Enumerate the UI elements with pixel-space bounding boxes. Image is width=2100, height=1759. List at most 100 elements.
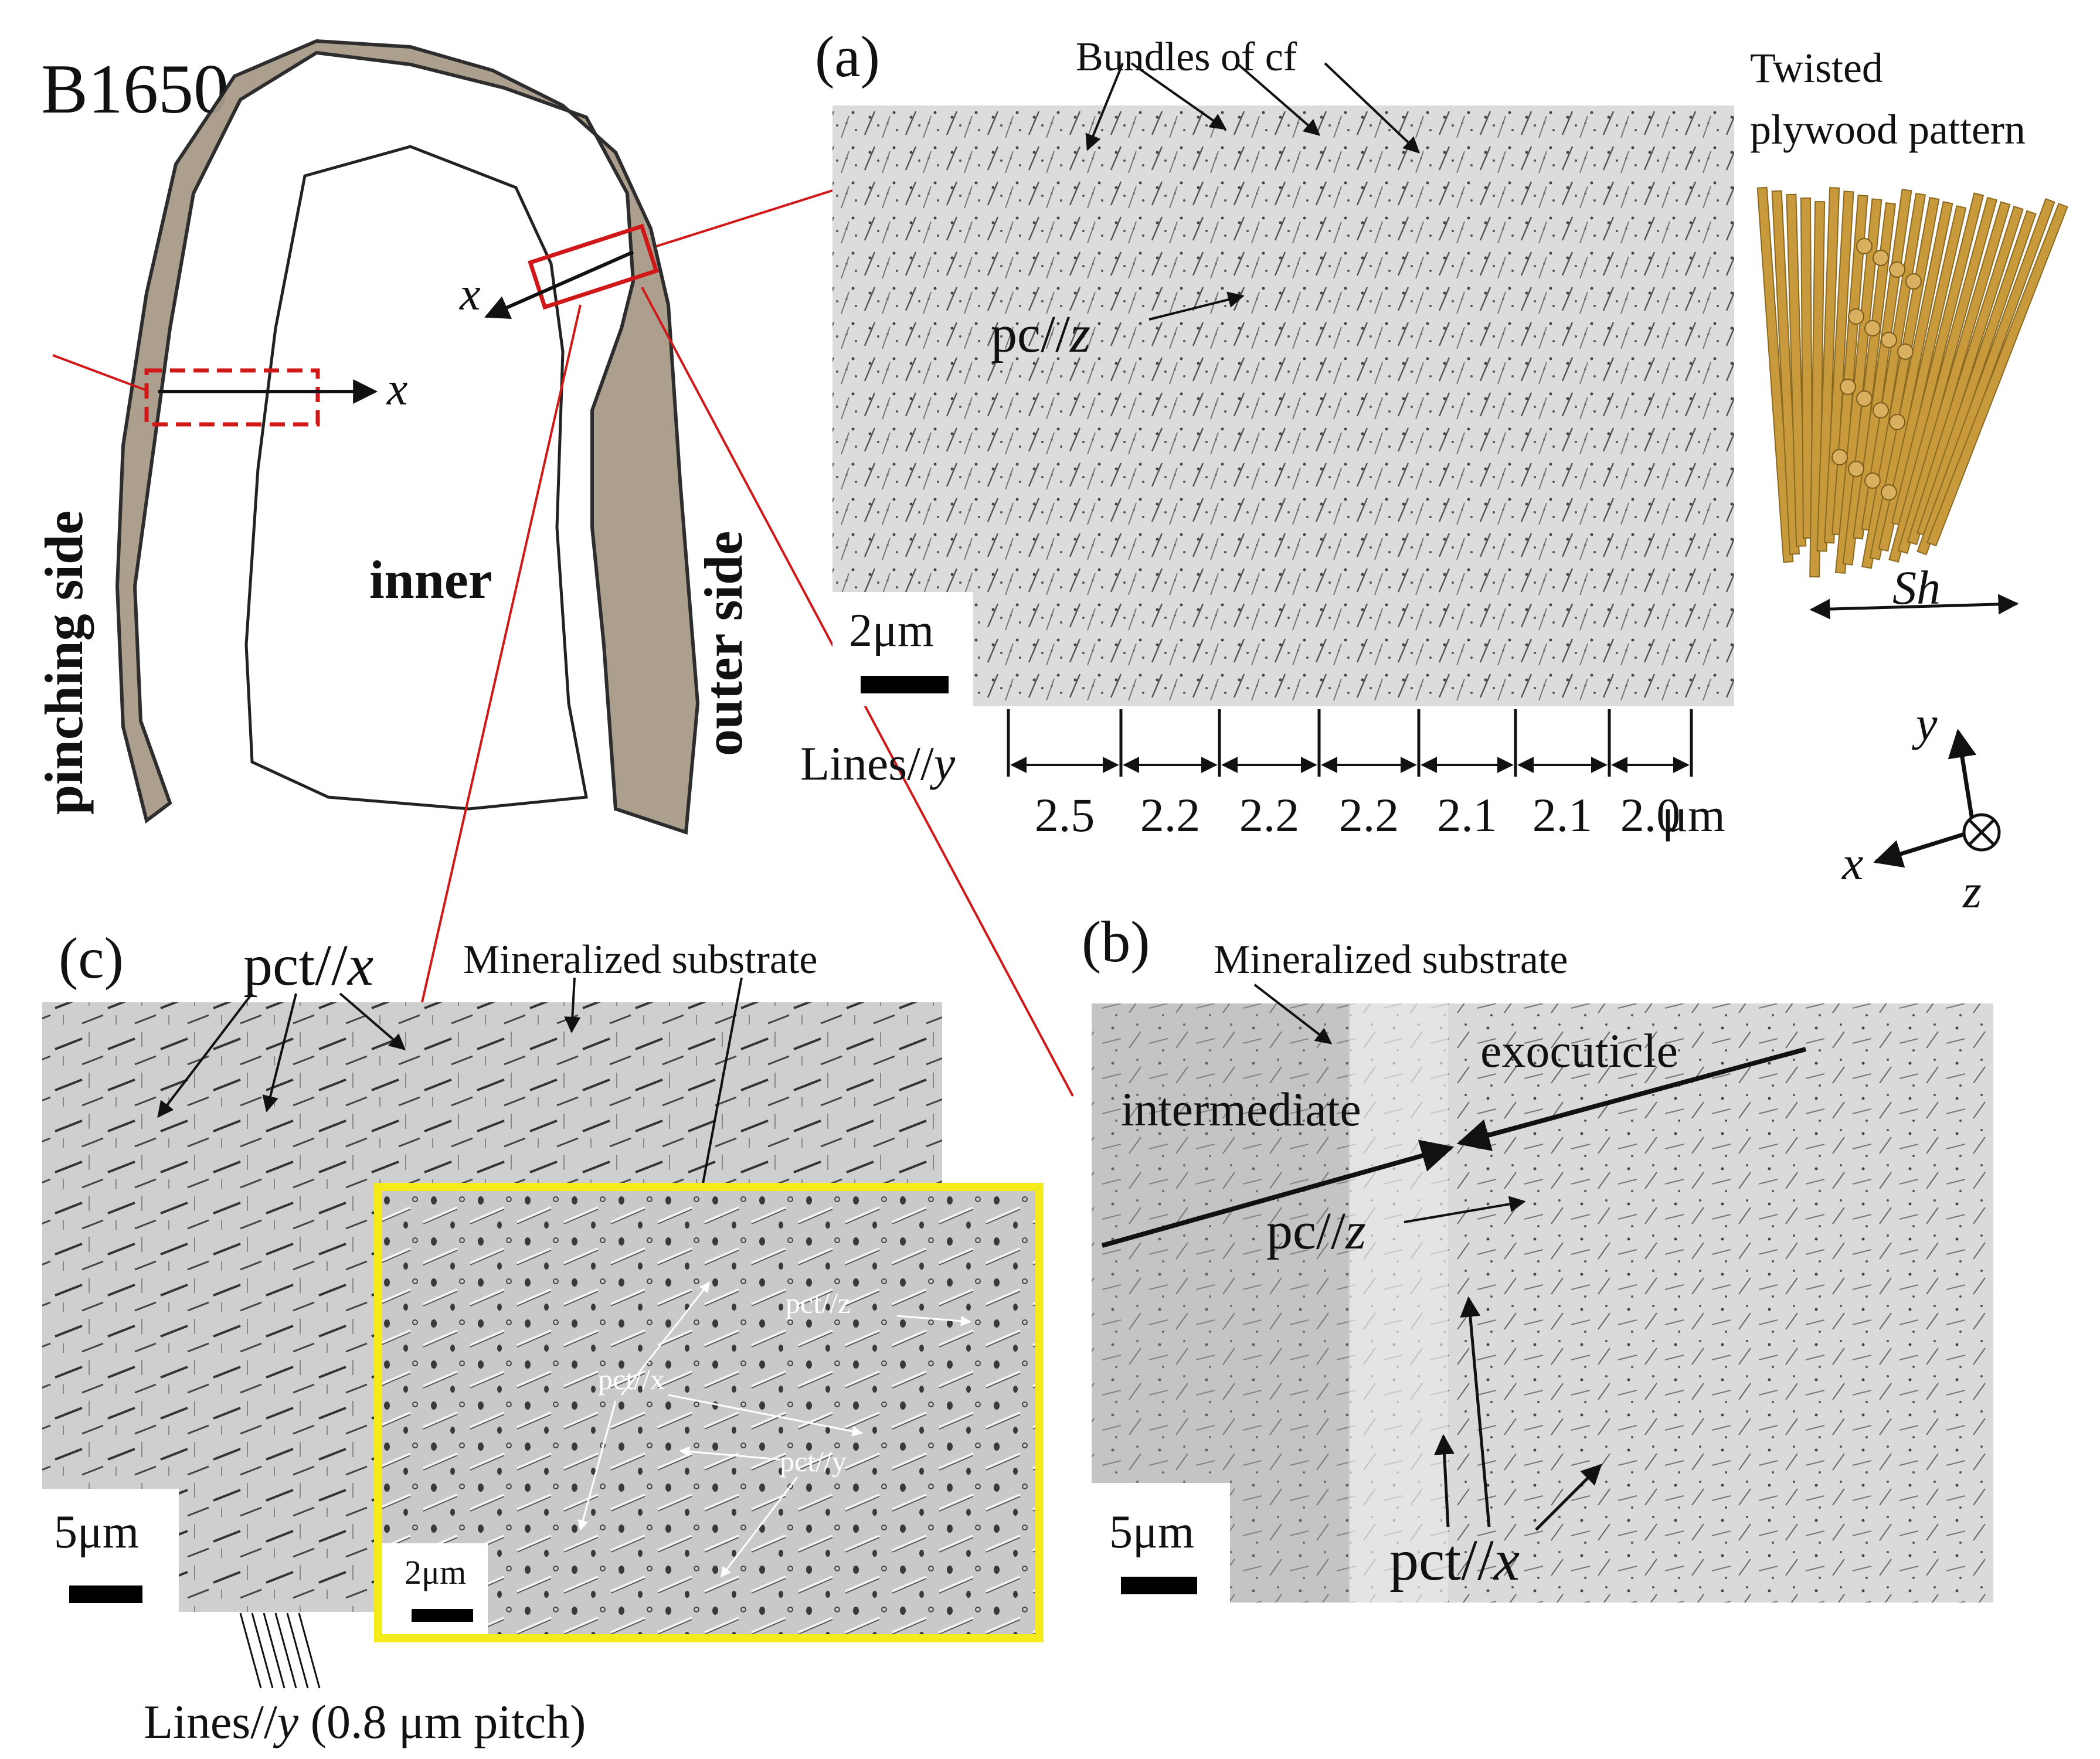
plywood-fiber-end [1848,461,1864,477]
plywood-fiber [1916,210,2037,537]
pct-x-label-b: pct//x [1389,1527,1520,1593]
intermediate-band [1348,1003,1448,1603]
plywood-fiber [1926,202,2068,547]
callout-line-left [52,354,147,392]
pct-arrow-c-2 [262,993,297,1112]
panel-c-letter: (c) [59,926,124,991]
pct-arrow-c-1 [157,992,253,1118]
scale-label-a: 2μm [849,605,934,656]
pct-arrow-b-2 [1460,1296,1491,1527]
inset-scale-label: 2μm [405,1553,466,1591]
micrograph-a [832,106,1734,706]
plywood-fiber [1861,196,1940,569]
plywood-fiber-end [1889,261,1905,278]
lines-y-ticks-c [239,1612,321,1689]
spacing-value: 2.5 [1035,788,1095,842]
connector-to-c [421,304,582,1003]
plywood-fiber [1878,205,1967,552]
claw-section [115,39,700,835]
sh-arrow [1809,594,2019,620]
spacing-value: 2.1 [1532,788,1593,842]
bundle-arrow-1 [1085,63,1124,151]
mineralized-label-c: Mineralized substrate [463,937,818,982]
plywood-fiber-end [1831,449,1848,465]
axis-x-label-right: x [459,268,481,320]
plywood-fiber [1823,190,1854,544]
plywood-fiber [1771,190,1800,555]
spacing-value: 2.0 [1620,788,1681,842]
outer-side-label: outer side [694,531,753,756]
inset-pct-x: pct//x [598,1363,665,1396]
scale-bar-a [861,676,949,693]
exocuticle-label: exocuticle [1480,1024,1678,1077]
plywood-fiber-end [1905,273,1922,290]
exocuticle-arrow [1456,1047,1807,1151]
spacing-value: 2.2 [1239,788,1300,842]
plywood-fiber-end [1864,320,1881,336]
plywood-fiber-end [1897,343,1914,360]
pct-arrow-c-3 [339,992,406,1050]
plywood-fiber [1756,186,1794,563]
plywood-fiber [1816,187,1840,552]
scale-bar-c [69,1586,142,1603]
inset-arrow-4 [896,1315,971,1326]
pct-arrow-b-3 [1535,1464,1602,1531]
plywood-fiber [1800,197,1813,539]
panel-a-letter: (a) [815,24,880,89]
scale-label-b: 5μm [1109,1506,1194,1558]
pc-z-arrow-b [1404,1196,1526,1223]
triad-x-label: x [1841,836,1863,890]
plywood-fiber-end [1889,414,1905,430]
plywood-fiber [1891,192,1985,526]
sample-label: B1650 [41,50,229,128]
plywood-fiber-end [1881,332,1897,348]
spacing-value: 2.1 [1437,788,1497,842]
pc-z-label-a: pc//z [991,305,1090,363]
lines-y-label-a: Lines//y [800,737,956,790]
triad-y-label: y [1912,697,1938,750]
plywood-fiber [1786,193,1807,547]
inset-arrow-3 [668,1394,863,1437]
inset-arrow-2 [577,1400,617,1531]
axis-x-label-left: x [386,363,408,415]
bundles-label: Bundles of cf [1076,35,1297,80]
spacing-value: 2.2 [1339,788,1399,842]
pct-x-label-c: pct//x [243,933,373,998]
pc-z-arrow-a [1148,291,1245,321]
pinching-side-label: pinching side [34,511,94,815]
pc-z-label-b: pc//z [1266,1202,1366,1260]
scale-label-c: 5μm [54,1506,139,1558]
plywood-fiber [1907,205,2024,546]
scale-bar-b [1121,1577,1197,1594]
inner-label: inner [369,550,492,610]
pct-arrow-b-1 [1434,1434,1455,1527]
plywood-illustration [1756,186,2068,578]
connector-to-a [656,189,833,247]
inset-arrow-6 [720,1476,798,1578]
mineralized-label-b: Mineralized substrate [1214,937,1568,982]
plywood-fiber [1897,201,2011,554]
mineralized-arrow-c-1 [564,977,581,1033]
bundle-arrow-2 [1130,62,1227,130]
inset-arrow-1 [620,1281,711,1396]
plywood-fiber-end [1864,472,1881,489]
plywood-fiber [1869,200,1953,560]
bundle-arrow-4 [1324,62,1421,154]
spacing-unit: μm [1662,788,1725,842]
bundle-arrow-3 [1236,62,1321,136]
callout-box-pinching [144,368,320,427]
micrograph-b [1092,1003,1993,1603]
plywood-fiber-end [1840,379,1856,395]
plywood-fiber-end [1873,402,1889,419]
inset-micrograph [374,1183,1044,1642]
plywood-title-1: Twisted [1750,45,1883,91]
axis-triad [1873,729,2001,868]
plywood-fiber-end [1856,238,1873,254]
plywood-fiber-end [1873,250,1889,266]
sh-label: Sh [1892,561,1941,614]
callout-box-outer [528,223,659,310]
inset-scale-bar [412,1609,473,1622]
inset-pct-y: pct//y [780,1445,847,1478]
